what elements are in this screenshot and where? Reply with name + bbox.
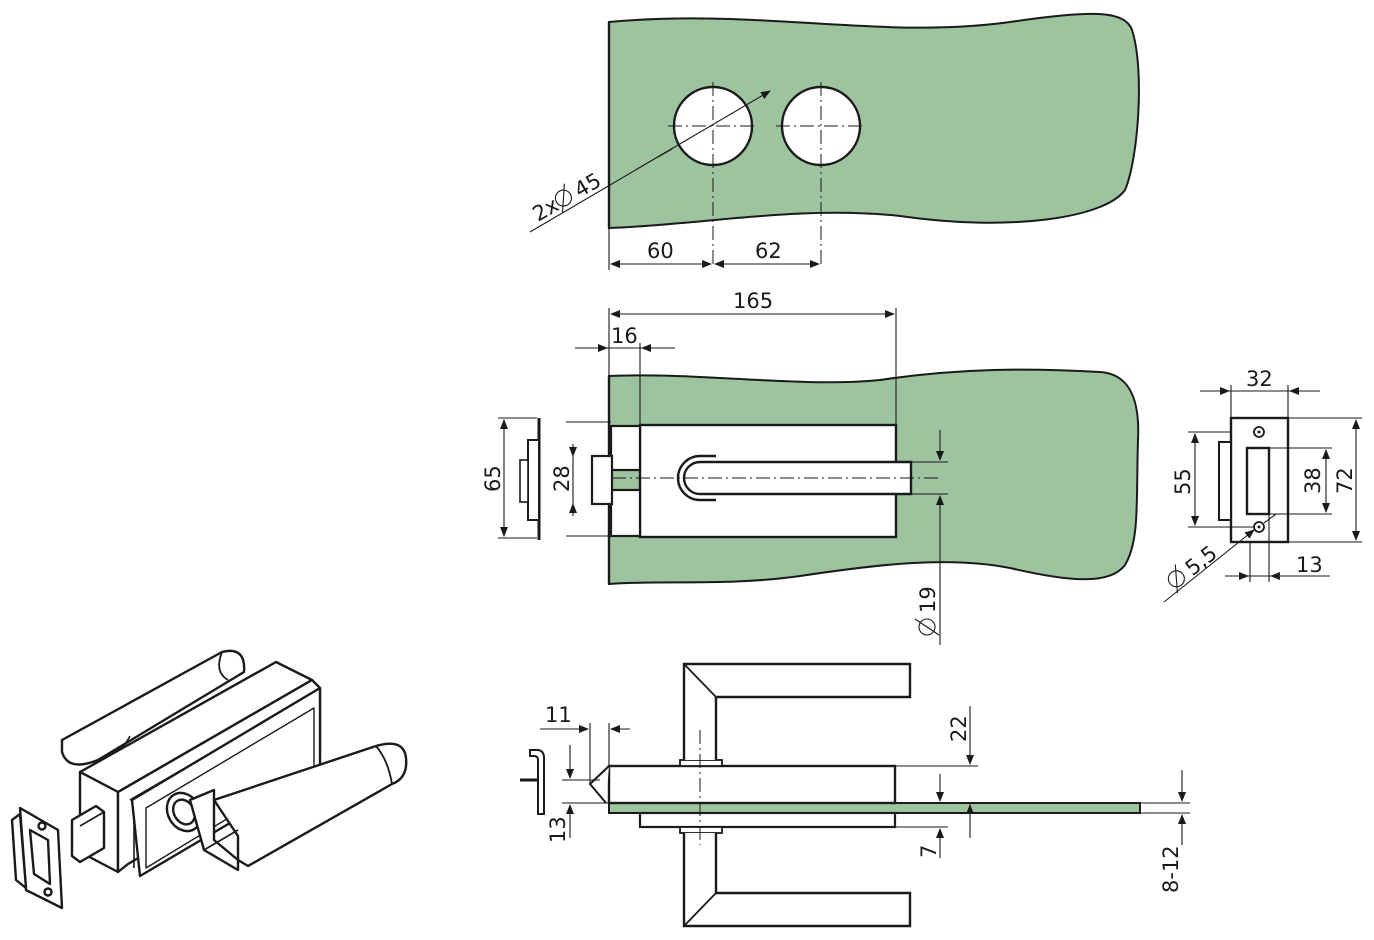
- dim-16: 16: [611, 324, 638, 348]
- dim-7: 7: [917, 845, 941, 858]
- diameter-symbol-55: [1167, 564, 1185, 594]
- glass-strip: [608, 802, 1141, 814]
- handle-upper: [682, 662, 912, 760]
- glass-panel-top: [608, 12, 1140, 230]
- dim-11: 11: [545, 703, 572, 727]
- dim-13-latch: 13: [546, 816, 570, 843]
- side-body: [607, 764, 897, 805]
- diameter-symbol: [554, 183, 572, 213]
- handle-lower: [682, 833, 912, 928]
- hole-count-label: 2x: [529, 193, 563, 227]
- side-view: 11 13 22 7 8-12: [520, 662, 1190, 928]
- strike-plate-view: 32 55 38 72 5,5 13: [1163, 367, 1362, 603]
- dim-28: 28: [550, 465, 574, 492]
- latch-bolt: [590, 454, 614, 506]
- handle-front: [682, 460, 913, 496]
- isometric-view: [10, 649, 408, 910]
- dim-65: 65: [481, 465, 505, 492]
- dim-5-5: 5,5: [1181, 541, 1222, 580]
- diameter-leader: [529, 90, 771, 233]
- hole-diameter-value: 45: [570, 168, 605, 202]
- dim-165: 165: [733, 289, 773, 313]
- dim-13-strike: 13: [1296, 553, 1323, 577]
- diameter-symbol-19: [914, 618, 940, 636]
- dim-38: 38: [1301, 467, 1325, 494]
- front-view: 165 16 65 28 19: [481, 289, 1140, 645]
- dim-19: 19: [916, 586, 940, 613]
- dim-72: 72: [1333, 467, 1357, 494]
- dim-60: 60: [647, 239, 674, 263]
- dim-22: 22: [947, 715, 971, 742]
- dim-32: 32: [1246, 367, 1273, 391]
- dim-62: 62: [755, 239, 782, 263]
- top-view: 2x 45 60 62: [529, 12, 1140, 270]
- dim-55: 55: [1171, 468, 1195, 495]
- dim-8-12: 8-12: [1159, 845, 1183, 893]
